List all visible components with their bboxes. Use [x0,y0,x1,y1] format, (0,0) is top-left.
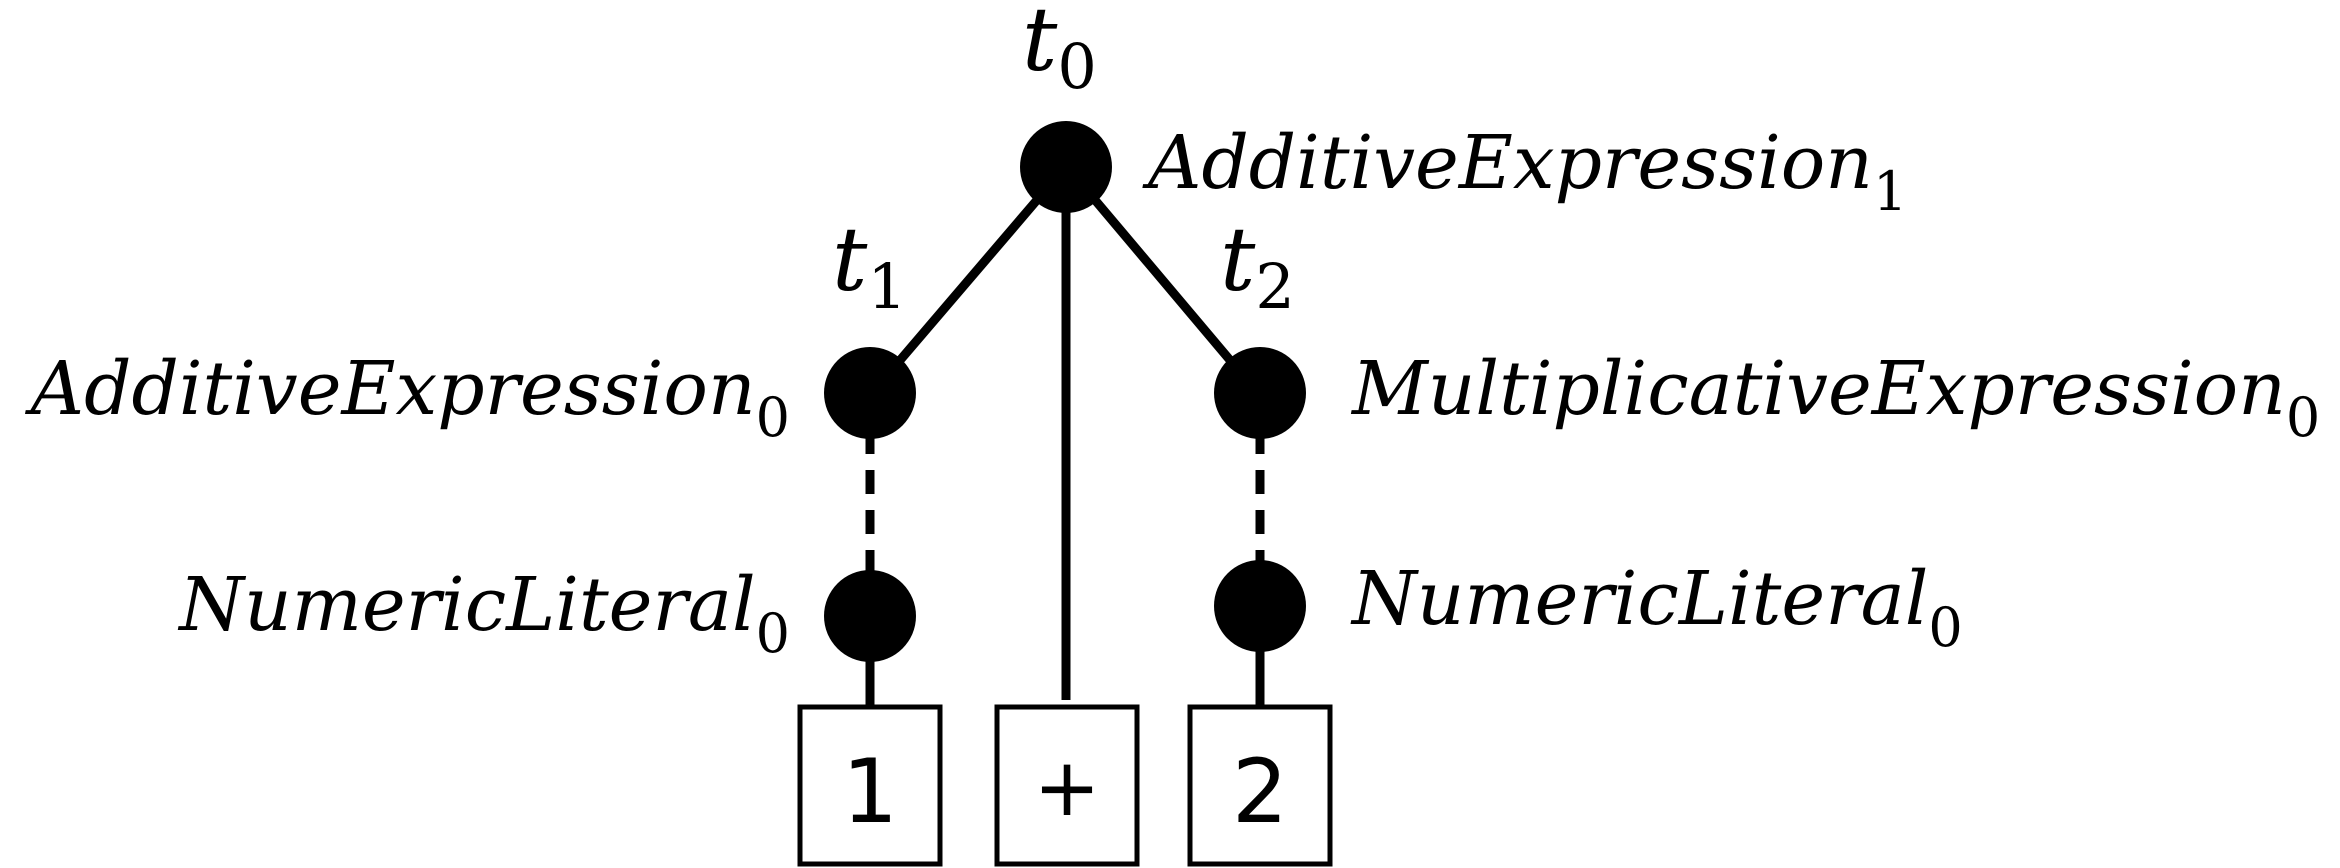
leaf-label-2: 2 [1232,740,1288,843]
leaf-box-1 [797,704,943,867]
root-node-label: AdditiveExpression1 [1142,120,1907,223]
left-child-node [824,570,916,662]
right-index: 0 [2286,386,2320,449]
right-node [1214,347,1306,439]
left-index: 0 [756,386,790,449]
right-child-name: NumericLiteral [1350,556,1928,642]
left-tag-label: t1 [832,208,907,323]
left-child-index: 0 [756,602,790,665]
left-name: AdditiveExpression [25,346,756,432]
root-index: 1 [1873,160,1907,223]
root-tag: t [1022,0,1058,91]
right-tag-index: 2 [1255,250,1294,323]
left-child-label: NumericLiteral0 [177,562,790,665]
left-tag-index: 1 [867,250,906,323]
leaf-label-plus: + [1033,741,1100,834]
root-name: AdditiveExpression [1142,120,1873,206]
right-tag-label: t2 [1220,208,1295,323]
leaf-box-2 [1187,704,1333,867]
root-tag-label: t0 [1022,0,1097,103]
right-child-label: NumericLiteral0 [1350,556,1963,659]
right-name: MultiplicativeExpression [1350,346,2286,432]
left-node [824,347,916,439]
right-child-index: 0 [1928,596,1962,659]
root-tag-index: 0 [1057,30,1096,103]
right-tag: t [1220,208,1256,311]
leaf-box-plus [994,704,1140,867]
left-node-label: AdditiveExpression0 [25,346,790,449]
edge-root-left [886,197,1041,375]
right-node-label: MultiplicativeExpression0 [1350,346,2320,449]
edge-root-right [1091,197,1244,375]
root-node [1020,121,1112,213]
leaf-label-1: 1 [842,740,898,843]
right-child-node [1214,560,1306,652]
left-child-name: NumericLiteral [177,562,755,648]
left-tag: t [832,208,868,311]
